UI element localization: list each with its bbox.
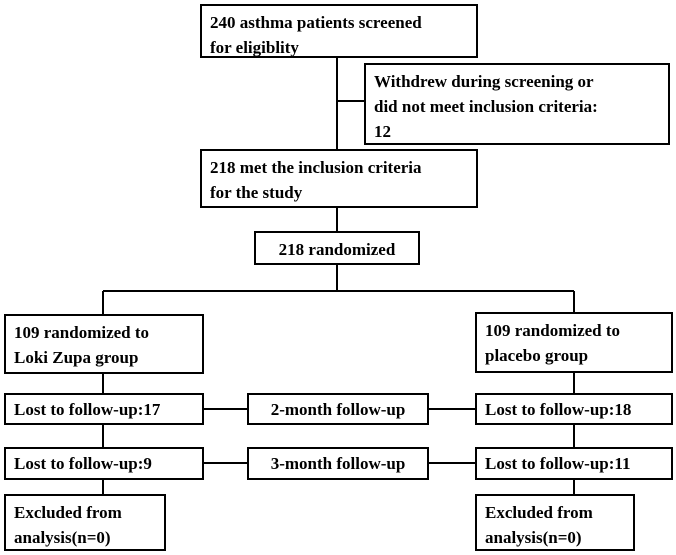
withdrew-box: Withdrew during screening or did not mee… (364, 63, 670, 145)
left-lost-3m-box: Lost to follow-up:9 (4, 447, 204, 480)
placebo-group-box: 109 randomized to placebo group (475, 312, 673, 373)
right-excluded-box: Excluded from analysis(n=0) (475, 494, 635, 551)
randomized-box: 218 randomized (254, 231, 420, 265)
followup-3m-box: 3-month follow-up (247, 447, 429, 480)
right-lost-2m-box: Lost to follow-up:18 (475, 393, 673, 425)
screened-box: 240 asthma patients screened for eligibl… (200, 4, 478, 58)
followup-2m-box: 2-month follow-up (247, 393, 429, 425)
left-lost-2m-box: Lost to follow-up:17 (4, 393, 204, 425)
met-criteria-box: 218 met the inclusion criteria for the s… (200, 149, 478, 208)
loki-zupa-group-box: 109 randomized to Loki Zupa group (4, 314, 204, 374)
right-lost-3m-box: Lost to follow-up:11 (475, 447, 673, 480)
left-excluded-box: Excluded from analysis(n=0) (4, 494, 166, 551)
